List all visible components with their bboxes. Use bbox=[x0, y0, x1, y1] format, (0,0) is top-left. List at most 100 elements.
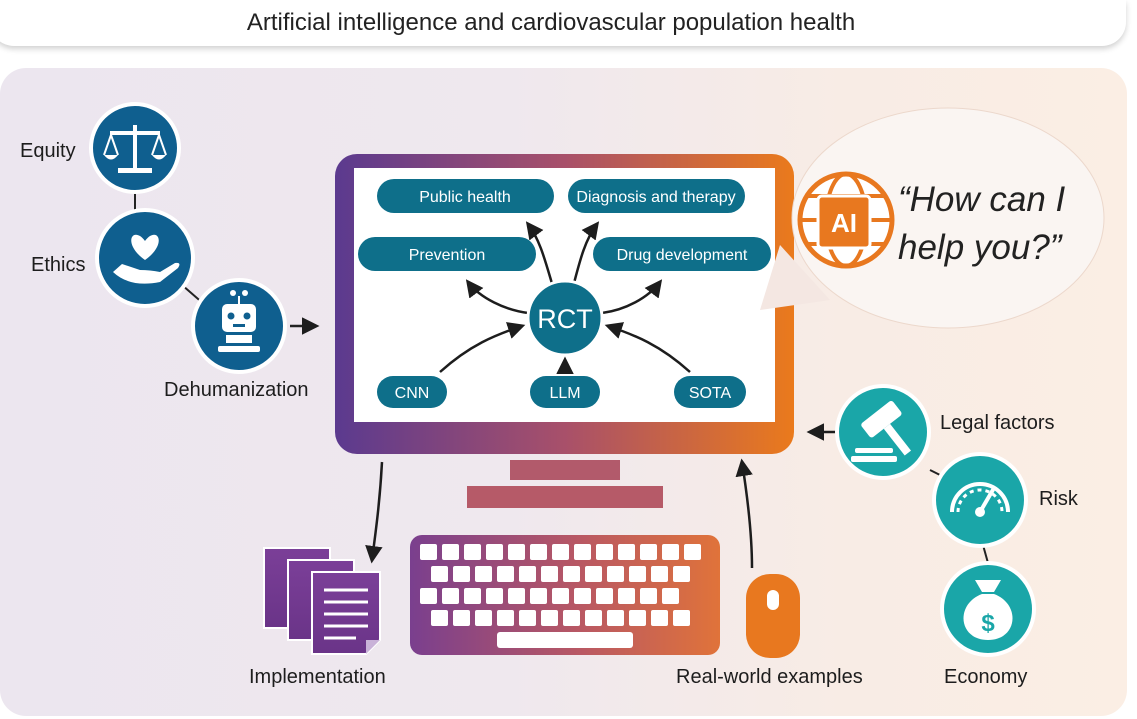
keyboard-key bbox=[607, 610, 624, 626]
arrow-monitor-implementation bbox=[365, 461, 384, 564]
ai-badge-text: AI bbox=[831, 208, 857, 238]
svg-text:$: $ bbox=[981, 610, 995, 637]
rct-node: RCT bbox=[526, 279, 604, 357]
speech-bubble bbox=[760, 107, 1105, 329]
gavel-icon bbox=[835, 384, 931, 480]
label-equity: Equity bbox=[20, 140, 76, 162]
pill-diagnosis: Diagnosis and therapy bbox=[568, 179, 745, 213]
keyboard-key bbox=[574, 588, 591, 604]
keyboard-key bbox=[629, 566, 646, 582]
pill-sota: SOTA bbox=[674, 376, 746, 408]
keyboard-key bbox=[464, 544, 481, 560]
keyboard-key bbox=[596, 544, 613, 560]
arrow-rct-drug bbox=[601, 279, 663, 315]
keyboard-key bbox=[519, 610, 536, 626]
keyboard-key bbox=[486, 588, 503, 604]
label-implementation: Implementation bbox=[249, 666, 386, 688]
keyboard-key bbox=[530, 544, 547, 560]
keyboard-key bbox=[497, 566, 514, 582]
keyboard-key bbox=[618, 588, 635, 604]
arrow-rct-public-health bbox=[525, 221, 555, 288]
page-title: Artificial intelligence and cardiovascul… bbox=[246, 9, 856, 36]
keyboard-key bbox=[442, 588, 459, 604]
arrow-cnn-rct bbox=[439, 322, 526, 373]
keyboard-key bbox=[673, 610, 690, 626]
keyboard-key bbox=[453, 610, 470, 626]
keyboard-spacebar bbox=[497, 632, 633, 648]
keyboard-key bbox=[563, 566, 580, 582]
keyboard-key bbox=[475, 566, 492, 582]
keyboard-key bbox=[574, 544, 591, 560]
keyboard-key bbox=[640, 588, 657, 604]
label-economy: Economy bbox=[944, 666, 1028, 688]
label-real-world-examples: Real-world examples bbox=[676, 666, 863, 688]
keyboard-key bbox=[475, 610, 492, 626]
svg-text:LLM: LLM bbox=[549, 385, 580, 402]
keyboard-key bbox=[464, 588, 481, 604]
keyboard-key bbox=[552, 544, 569, 560]
keyboard-key bbox=[596, 588, 613, 604]
keyboard-key bbox=[673, 566, 690, 582]
keyboard-key bbox=[541, 566, 558, 582]
keyboard-icon bbox=[410, 535, 720, 655]
label-ethics: Ethics bbox=[31, 254, 86, 276]
keyboard-key bbox=[563, 610, 580, 626]
label-dehumanization: Dehumanization bbox=[164, 379, 309, 401]
keyboard-key bbox=[431, 566, 448, 582]
keyboard-key bbox=[508, 544, 525, 560]
label-legal-factors: Legal factors bbox=[940, 412, 1055, 434]
keyboard-key bbox=[519, 566, 536, 582]
robot-icon bbox=[191, 278, 287, 374]
keyboard-key bbox=[442, 544, 459, 560]
svg-text:Public health: Public health bbox=[419, 189, 511, 206]
svg-text:Diagnosis and therapy: Diagnosis and therapy bbox=[576, 189, 735, 206]
keyboard-key bbox=[585, 610, 602, 626]
pill-llm: LLM bbox=[530, 376, 600, 408]
mouse-icon bbox=[746, 574, 800, 658]
keyboard-key bbox=[662, 588, 679, 604]
equity-icon bbox=[89, 102, 181, 194]
keyboard-key bbox=[618, 544, 635, 560]
svg-text:Drug development: Drug development bbox=[617, 247, 748, 264]
title-bar: Artificial intelligence and cardiovascul… bbox=[0, 0, 1126, 46]
keyboard-key bbox=[662, 544, 679, 560]
keyboard-key bbox=[607, 566, 624, 582]
documents-icon bbox=[263, 547, 381, 655]
keyboard-key bbox=[420, 588, 437, 604]
money-bag-icon: $ bbox=[940, 561, 1036, 657]
arrow-realworld-monitor bbox=[735, 458, 754, 569]
connector-risk-economy bbox=[982, 544, 989, 564]
gauge-icon bbox=[932, 452, 1028, 548]
keyboard-key bbox=[453, 566, 470, 582]
ai-globe-icon: AI bbox=[797, 171, 895, 269]
svg-text:CNN: CNN bbox=[395, 385, 430, 402]
pill-prevention: Prevention bbox=[358, 237, 536, 271]
arrow-rct-prevention bbox=[465, 279, 529, 315]
keyboard-key bbox=[530, 588, 547, 604]
keyboard-key bbox=[420, 544, 437, 560]
keyboard-key bbox=[552, 588, 569, 604]
label-risk: Risk bbox=[1039, 488, 1078, 510]
svg-text:Prevention: Prevention bbox=[409, 247, 486, 264]
keyboard-key bbox=[486, 544, 503, 560]
rct-label: RCT bbox=[537, 304, 593, 334]
keyboard-key bbox=[497, 610, 514, 626]
keyboard-key bbox=[629, 610, 646, 626]
keyboard-key bbox=[651, 610, 668, 626]
arrow-rct-diagnosis bbox=[571, 221, 600, 288]
keyboard-key bbox=[508, 588, 525, 604]
ethics-icon bbox=[95, 208, 195, 308]
pill-cnn: CNN bbox=[377, 376, 447, 408]
pill-drug-development: Drug development bbox=[593, 237, 771, 271]
keyboard-key bbox=[585, 566, 602, 582]
arrow-sota-rct bbox=[604, 322, 691, 373]
keyboard-key bbox=[541, 610, 558, 626]
keyboard-key bbox=[684, 544, 701, 560]
svg-text:SOTA: SOTA bbox=[689, 385, 732, 402]
keyboard-key bbox=[431, 610, 448, 626]
speech-text: “How can I help you?” bbox=[898, 180, 1066, 267]
keyboard-key bbox=[651, 566, 668, 582]
pill-public-health: Public health bbox=[377, 179, 554, 213]
keyboard-key bbox=[640, 544, 657, 560]
